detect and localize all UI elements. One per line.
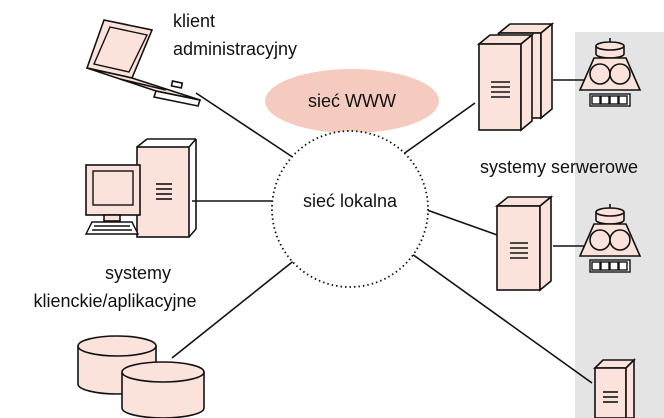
client-systems-label-line1: systemy — [104, 263, 171, 283]
laptop-icon — [85, 19, 202, 107]
admin-client-label-line1: klient — [173, 11, 216, 31]
server-tower-icon — [476, 22, 555, 132]
lan-circle — [271, 130, 429, 288]
database-pyramid-icon — [578, 38, 642, 107]
client-systems-label-line2: klienckie/aplikacyjne — [33, 291, 197, 311]
admin-client-label-line2: administracyjny — [173, 39, 298, 59]
lan-label: sieć lokalna — [302, 191, 398, 211]
server-tower-icon — [593, 358, 636, 418]
database-cylinders-icon — [77, 335, 205, 418]
connection-lines — [171, 79, 593, 384]
workstation-icon — [84, 138, 197, 238]
server-systems-label: systemy serwerowe — [480, 157, 639, 177]
database-pyramid-icon — [578, 204, 642, 273]
www-cloud — [265, 69, 439, 133]
www-label: sieć WWW — [308, 91, 396, 111]
server-tower-icon — [494, 195, 554, 292]
